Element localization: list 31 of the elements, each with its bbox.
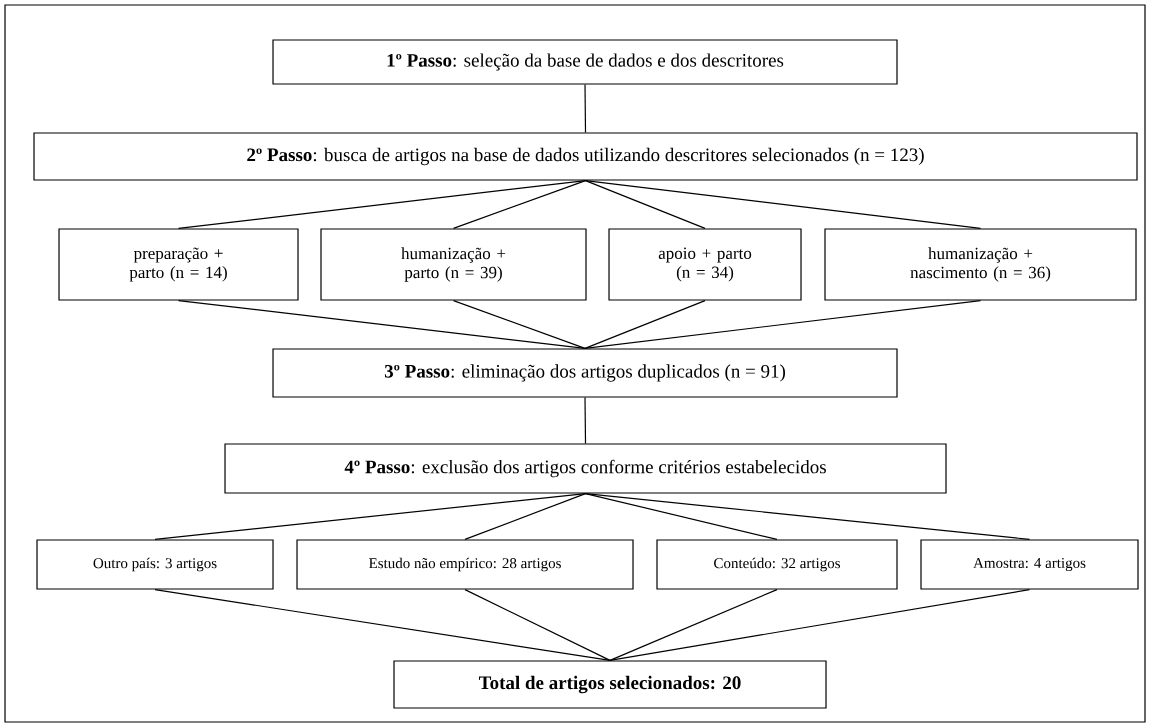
connector-line <box>609 589 778 661</box>
connector-line <box>584 300 706 349</box>
result-box: Amostra: 4 artigos <box>920 539 1139 590</box>
result-box: apoio + parto (n = 34) <box>608 228 802 301</box>
connector-line <box>609 589 1031 661</box>
connector-line <box>177 300 586 349</box>
connector-line <box>584 180 706 229</box>
step-box: 3º Passo: eliminação dos artigos duplicados (n = 91) <box>272 348 898 398</box>
connector-line <box>464 589 611 661</box>
result-box: Estudo não empírico: 28 artigos <box>296 539 634 590</box>
connector-line <box>584 300 982 349</box>
step-box: 2º Passo: busca de artigos na base de dados utilizando descritores selecionados (n = 123) <box>33 132 1138 181</box>
step-box: 4º Passo: exclusão dos artigos conforme critérios estabelecidos <box>224 443 947 494</box>
result-box: Outro país: 3 artigos <box>36 539 274 590</box>
connector-line <box>452 180 587 229</box>
result-box: humanização + nascimento (n = 36) <box>824 228 1137 301</box>
total-box: Total de artigos selecionados: 20 <box>393 660 827 709</box>
connector-line <box>584 180 982 229</box>
connector-line <box>584 397 587 444</box>
result-box: Conteúdo: 32 artigos <box>656 539 898 590</box>
result-box: humanização + parto (n = 39) <box>320 228 587 301</box>
connector-line <box>464 493 587 540</box>
connector-line <box>584 493 1031 540</box>
step-box: 1º Passo: seleção da base de dados e dos descritores <box>272 39 898 85</box>
connector-line <box>584 493 778 540</box>
connector-line <box>452 300 586 349</box>
connector-line <box>154 493 587 540</box>
result-box: preparação + parto (n = 14) <box>58 228 299 301</box>
connector-line <box>177 180 587 229</box>
connector-line <box>154 589 611 661</box>
connector-line <box>584 84 587 133</box>
